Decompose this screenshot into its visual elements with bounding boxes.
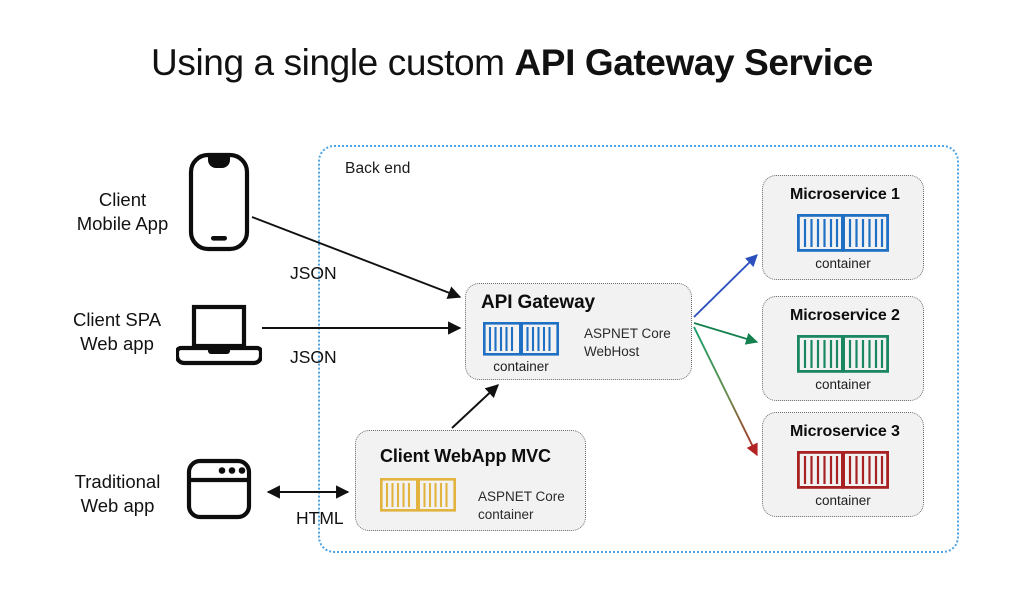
api-gateway-subtitle-line1: ASPNET Core	[584, 326, 671, 341]
title-prefix: Using a single custom	[151, 42, 515, 83]
microservice-2-title: Microservice 2	[790, 307, 900, 324]
backend-boundary	[318, 145, 959, 553]
api-gateway-container-icon	[482, 321, 560, 361]
client-spa-line2: Web app	[80, 332, 154, 354]
api-gateway-subtitle: ASPNET Core WebHost	[584, 325, 671, 361]
microservice-3-container-icon	[796, 450, 889, 494]
backend-label: Back end	[345, 160, 411, 177]
client-label-traditional: Traditional Web app	[50, 470, 185, 517]
client-mobile-line2: Mobile App	[76, 212, 169, 234]
microservice-2-container-caption: container	[815, 377, 871, 392]
client-webapp-subtitle: ASPNET Core container	[478, 488, 565, 524]
api-gateway-title: API Gateway	[481, 292, 596, 313]
client-traditional-line2: Web app	[80, 494, 155, 516]
laptop-icon	[174, 304, 264, 371]
client-mobile-line1: Client	[98, 189, 147, 210]
browser-window-icon	[186, 458, 252, 525]
microservice-1-container-icon	[796, 213, 889, 257]
api-gateway-container-caption: container	[493, 359, 549, 374]
microservice-1-title: Microservice 1	[790, 186, 900, 203]
edge-label-html-traditional: HTML	[296, 508, 344, 528]
edge-label-json-mobile: JSON	[290, 263, 337, 283]
page-title: Using a single custom API Gateway Servic…	[0, 42, 1024, 84]
client-spa-line1: Client SPA	[72, 309, 162, 330]
client-label-spa: Client SPA Web app	[52, 308, 182, 355]
microservice-2-container-icon	[796, 334, 889, 378]
client-webapp-mvc-title: Client WebApp MVC	[380, 446, 551, 466]
api-gateway-subtitle-line2: WebHost	[584, 343, 640, 359]
client-webapp-subtitle-line1: ASPNET Core	[478, 489, 565, 504]
title-emphasis: API Gateway Service	[514, 42, 873, 83]
microservice-1-container-caption: container	[815, 256, 871, 271]
mobile-phone-icon	[188, 152, 250, 257]
edge-label-json-spa: JSON	[290, 347, 337, 367]
microservice-3-title: Microservice 3	[790, 423, 900, 440]
client-webapp-container-icon	[379, 477, 457, 517]
api-gateway-node[interactable]	[465, 283, 692, 380]
client-traditional-line1: Traditional	[74, 471, 161, 492]
microservice-3-container-caption: container	[815, 493, 871, 508]
client-webapp-subtitle-line2: container	[478, 506, 534, 522]
client-label-mobile: Client Mobile App	[60, 188, 185, 235]
